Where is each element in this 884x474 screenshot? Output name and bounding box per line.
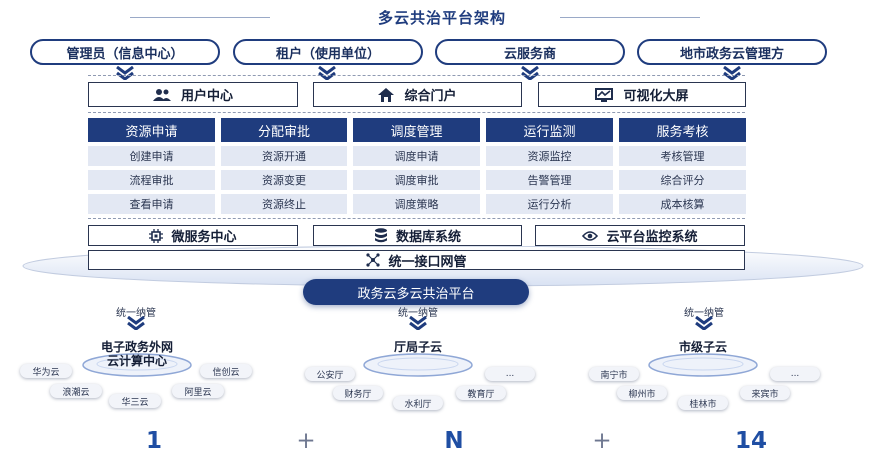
- category-item: 流程审批: [88, 170, 215, 190]
- portal-dashboard: 可视化大屏: [538, 82, 746, 107]
- dashboard-icon: [595, 87, 614, 102]
- category-header: 分配审批: [221, 118, 347, 142]
- cloud-member: 浪潮云: [50, 384, 102, 398]
- infra-monitoring: 云平台监控系统: [535, 225, 745, 246]
- portal-label: 可视化大屏: [623, 89, 689, 104]
- role-admin: 管理员（信息中心）: [30, 39, 220, 65]
- cloud-member: 信创云: [200, 364, 252, 378]
- unified-manage-label: 统一纳管: [684, 308, 724, 319]
- category-item: 资源终止: [221, 194, 347, 214]
- cloud-member: 来宾市: [740, 386, 790, 400]
- cloud-member: 华为云: [20, 364, 72, 378]
- cloud-title-line: 电子政务外网: [100, 340, 173, 354]
- category-item: 综合评分: [619, 170, 746, 190]
- cloud-member: 桂林市: [678, 396, 728, 410]
- plus-sign: +: [592, 428, 612, 454]
- category-item: 成本核算: [619, 194, 746, 214]
- category-column: 服务考核 考核管理 综合评分 成本核算: [619, 118, 746, 214]
- chevron-down-icon: [723, 66, 741, 80]
- category-item: 告警管理: [486, 170, 613, 190]
- category-column: 运行监测 资源监控 告警管理 运行分析: [486, 118, 613, 214]
- cloud-title: 市级子云: [642, 340, 764, 354]
- infra-database: 数据库系统: [313, 225, 522, 246]
- category-header: 服务考核: [619, 118, 746, 142]
- infra-microservice: 微服务中心: [88, 225, 298, 246]
- portal-user-center: 用户中心: [88, 82, 298, 107]
- category-column: 调度管理 调度申请 调度审批 调度策略: [353, 118, 480, 214]
- gateway-label: 统一接口网管: [388, 254, 467, 270]
- title-rule-left: [130, 17, 270, 18]
- eye-icon: [582, 230, 599, 241]
- title-rule-right: [560, 17, 700, 18]
- category-header: 资源申请: [88, 118, 215, 142]
- infra-label: 微服务中心: [171, 230, 237, 245]
- category-item: 考核管理: [619, 146, 746, 166]
- cloud-count: 14: [734, 428, 767, 454]
- divider: [88, 218, 745, 219]
- cloud-member: 柳州市: [617, 386, 667, 400]
- portal-label: 综合门户: [404, 89, 457, 104]
- cloud-member: 财务厅: [333, 386, 383, 400]
- infra-label: 数据库系统: [395, 230, 461, 245]
- portal-label: 用户中心: [180, 89, 233, 104]
- cloud-member: 公安厅: [305, 367, 355, 381]
- category-item: 创建申请: [88, 146, 215, 166]
- category-column: 分配审批 资源开通 资源变更 资源终止: [221, 118, 347, 214]
- plus-sign: +: [296, 428, 316, 454]
- cloud-member: 南宁市: [589, 367, 639, 381]
- category-item: 调度审批: [353, 170, 480, 190]
- unified-manage-label: 统一纳管: [398, 308, 438, 319]
- unified-manage-label: 统一纳管: [116, 308, 156, 319]
- chip-icon: [149, 228, 164, 243]
- role-tenant: 租户（使用单位）: [233, 39, 423, 65]
- role-cloud-provider: 云服务商: [435, 39, 625, 65]
- cloud-member: ...: [770, 367, 820, 381]
- cloud-title: 厅局子云: [357, 340, 479, 354]
- role-city-manager: 地市政务云管理方: [637, 39, 827, 65]
- chevron-down-icon: [127, 316, 145, 330]
- cloud-title-line: 厅局子云: [393, 340, 442, 354]
- category-item: 资源开通: [221, 146, 347, 166]
- cloud-member: 华三云: [109, 394, 161, 408]
- cloud-count: 1: [145, 428, 162, 454]
- category-item: 资源监控: [486, 146, 613, 166]
- cloud-base-ellipse: [648, 353, 758, 377]
- network-icon: [366, 253, 381, 267]
- divider: [88, 75, 745, 76]
- chevron-down-icon: [318, 66, 336, 80]
- platform-badge: 政务云多云共治平台: [303, 279, 529, 305]
- chevron-down-icon: [521, 66, 539, 80]
- category-header: 调度管理: [353, 118, 480, 142]
- cloud-member: 水利厅: [393, 396, 443, 410]
- cloud-base-ellipse: [82, 353, 192, 377]
- category-column: 资源申请 创建申请 流程审批 查看申请: [88, 118, 215, 214]
- home-icon: [378, 87, 395, 102]
- cloud-count: N: [444, 428, 464, 454]
- chevron-down-icon: [116, 66, 134, 80]
- cloud-title-line: 云计算中心: [106, 354, 167, 368]
- chevron-down-icon: [695, 316, 713, 330]
- category-item: 资源变更: [221, 170, 347, 190]
- category-item: 查看申请: [88, 194, 215, 214]
- database-icon: [374, 228, 387, 243]
- chevron-down-icon: [409, 316, 427, 330]
- category-item: 调度策略: [353, 194, 480, 214]
- divider: [88, 112, 745, 113]
- cloud-title: 电子政务外网 云计算中心: [76, 340, 198, 368]
- cloud-base-ellipse: [363, 353, 473, 377]
- category-item: 运行分析: [486, 194, 613, 214]
- category-header: 运行监测: [486, 118, 613, 142]
- page-title: 多云共治平台架构: [377, 9, 506, 27]
- users-icon: [152, 88, 171, 101]
- portal-home: 综合门户: [313, 82, 522, 107]
- cloud-title-line: 市级子云: [678, 340, 727, 354]
- infra-label: 云平台监控系统: [606, 230, 698, 245]
- cloud-member: 教育厅: [456, 386, 506, 400]
- cloud-member: 阿里云: [172, 384, 224, 398]
- cloud-member: ...: [485, 367, 535, 381]
- api-gateway: 统一接口网管: [88, 250, 745, 270]
- category-item: 调度申请: [353, 146, 480, 166]
